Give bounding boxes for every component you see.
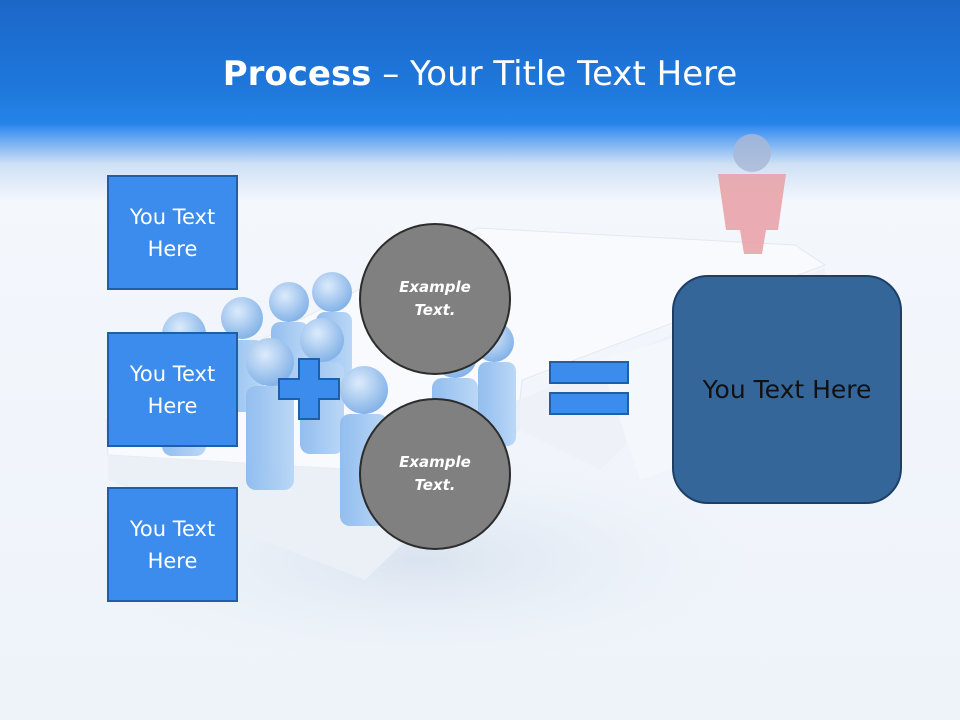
plus-icon — [278, 358, 340, 420]
example-circle-bottom[interactable]: Example Text. — [359, 398, 511, 550]
title-rest: – Your Title Text Here — [371, 54, 738, 94]
red-figure — [718, 134, 786, 254]
text-box-3-label: You Text Here — [129, 516, 216, 573]
seesaw-plank-side — [108, 400, 520, 580]
text-box-2[interactable]: You Text Here — [107, 332, 238, 447]
example-circle-top[interactable]: Example Text. — [359, 223, 511, 375]
text-box-1-label: You Text Here — [129, 204, 216, 261]
example-circle-bottom-label: Example Text. — [399, 453, 471, 494]
result-box[interactable]: You Text Here — [672, 275, 902, 504]
title-bold: Process — [222, 54, 372, 94]
figure — [246, 338, 294, 490]
result-box-label: You Text Here — [702, 375, 872, 404]
text-box-2-label: You Text Here — [129, 361, 216, 418]
example-circle-top-label: Example Text. — [399, 278, 471, 319]
slide-title: Process – Your Title Text Here — [0, 52, 960, 96]
equals-icon — [549, 361, 629, 415]
text-box-3[interactable]: You Text Here — [107, 487, 238, 602]
text-box-1[interactable]: You Text Here — [107, 175, 238, 290]
header-banner — [0, 0, 960, 200]
